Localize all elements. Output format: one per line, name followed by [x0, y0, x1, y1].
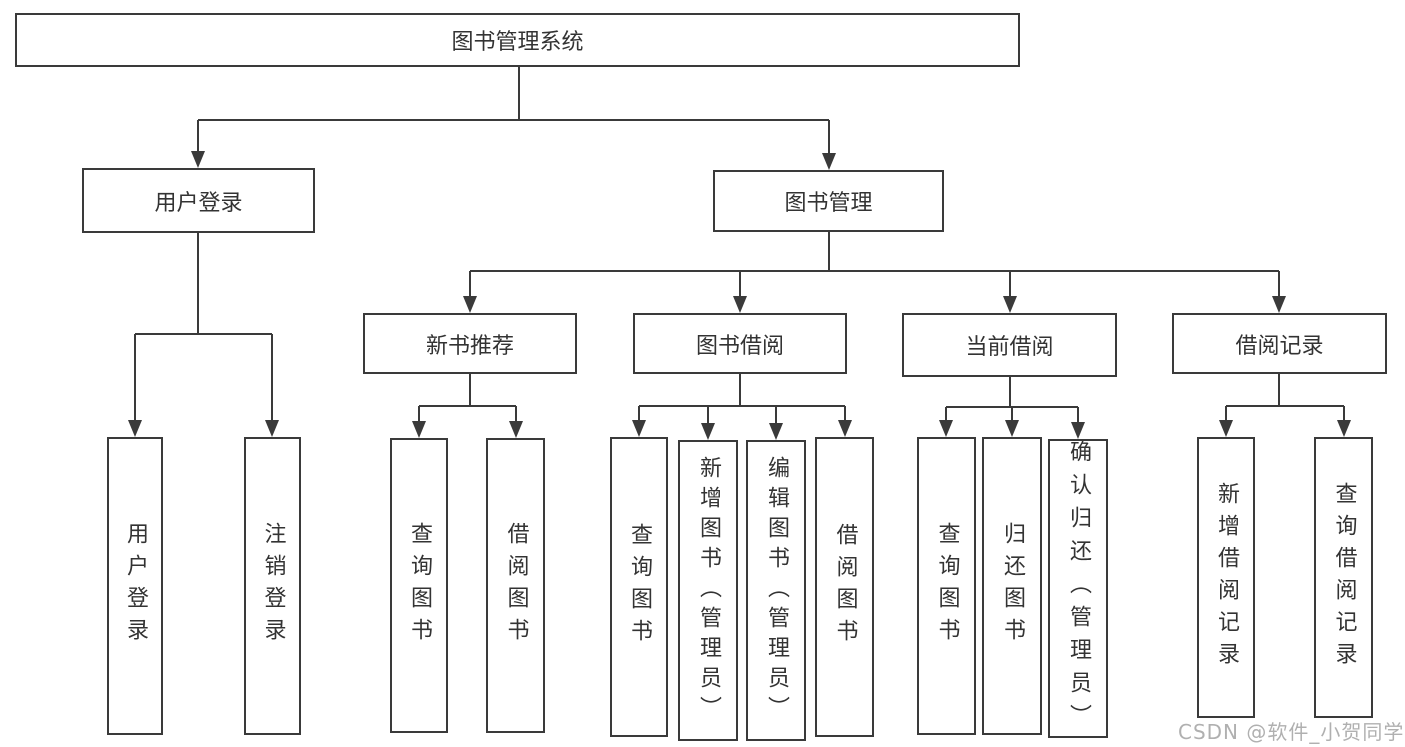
leaf-return-books: 归还图书	[982, 437, 1042, 735]
node-label: 图书管理系统	[451, 30, 584, 55]
node-label: 用户登录	[154, 190, 243, 216]
node-library-management-system: 图书管理系统	[15, 13, 1020, 67]
node-label: 借阅记录	[1235, 333, 1324, 359]
leaf-add-book-admin: 新增图书（管理员）	[678, 440, 738, 741]
leaf-label: 查询图书	[627, 523, 652, 651]
leaf-query-books-current: 查询图书	[917, 437, 976, 735]
leaf-add-borrow-record: 新增借阅记录	[1197, 437, 1255, 718]
node-label: 当前借阅	[965, 335, 1054, 360]
leaf-label: 新增图书（管理员）	[696, 455, 721, 726]
leaf-label: 查询图书	[934, 522, 960, 650]
leaf-query-borrow-record: 查询借阅记录	[1314, 437, 1373, 718]
node-label: 新书推荐	[425, 333, 514, 359]
leaf-query-books-recommend: 查询图书	[390, 438, 448, 733]
leaf-label: 编辑图书（管理员）	[764, 455, 789, 726]
leaf-logout: 注销登录	[244, 437, 301, 735]
node-user-login: 用户登录	[82, 168, 315, 233]
node-label: 图书管理	[784, 191, 873, 216]
node-book-management: 图书管理	[713, 170, 944, 232]
node-current-borrowing: 当前借阅	[902, 313, 1117, 377]
leaf-label: 查询借阅记录	[1331, 481, 1357, 674]
leaf-label: 查询图书	[407, 521, 432, 650]
leaf-label: 确认归还（管理员）	[1066, 440, 1091, 737]
leaf-borrow-books-recommend: 借阅图书	[486, 438, 545, 733]
watermark: CSDN @软件_小贺同学	[1178, 720, 1405, 744]
leaf-edit-book-admin: 编辑图书（管理员）	[746, 440, 806, 741]
leaf-user-login: 用户登录	[107, 437, 163, 735]
leaf-confirm-return-admin: 确认归还（管理员）	[1048, 439, 1108, 738]
node-new-book-recommendation: 新书推荐	[363, 313, 577, 374]
leaf-label: 注销登录	[260, 522, 286, 650]
node-borrowing-records: 借阅记录	[1172, 313, 1387, 374]
leaf-query-books-borrow: 查询图书	[610, 437, 668, 737]
leaf-label: 新增借阅记录	[1214, 481, 1239, 674]
leaf-label: 归还图书	[1000, 522, 1025, 650]
leaf-label: 借阅图书	[832, 523, 858, 651]
node-label: 图书借阅	[695, 333, 784, 359]
node-book-borrowing: 图书借阅	[633, 313, 847, 374]
leaf-label: 借阅图书	[503, 521, 529, 650]
leaf-borrow-books: 借阅图书	[815, 437, 874, 737]
leaf-label: 用户登录	[123, 522, 148, 650]
